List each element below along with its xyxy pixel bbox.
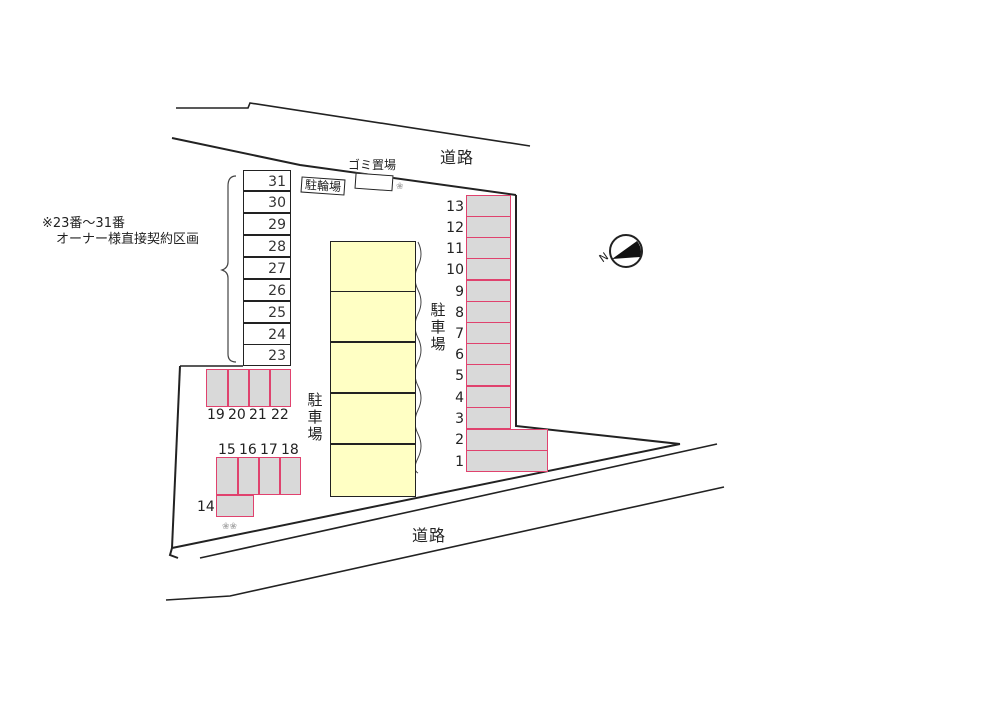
parking-slot-30[interactable]: 30: [243, 191, 291, 213]
bicycle-parking: 駐輪場: [300, 176, 346, 196]
parking-slot-14[interactable]: [216, 495, 254, 517]
building-row-2: [330, 291, 416, 342]
parking-slot-1[interactable]: [466, 450, 548, 472]
parking-slot-31[interactable]: 31: [243, 170, 291, 192]
owner-contract-note: ※23番〜31番 オーナー様直接契約区画: [42, 216, 199, 248]
slot-number-20: 20: [228, 407, 246, 423]
parking-slot-4[interactable]: [466, 386, 511, 408]
slot-number-14: 14: [197, 499, 215, 515]
slot-number-1: 1: [455, 454, 464, 470]
parking-slot-13[interactable]: [466, 195, 511, 217]
parking-slot-24[interactable]: 24: [243, 323, 291, 345]
parking-slot-16[interactable]: [238, 457, 259, 495]
slot-number-12: 12: [446, 220, 464, 236]
slot-number-9: 9: [455, 284, 464, 300]
garbage-area-label: ゴミ置場: [348, 158, 397, 172]
tree-icon: ❀: [396, 182, 404, 192]
parking-slot-2[interactable]: [466, 429, 548, 451]
slot-number-8: 8: [455, 305, 464, 321]
slot-number-15: 15: [218, 442, 236, 458]
parking-slot-23[interactable]: 23: [243, 344, 291, 366]
parking-slot-20[interactable]: [228, 369, 249, 407]
slot-number-11: 11: [446, 241, 464, 257]
parking-slot-8[interactable]: [466, 301, 511, 323]
parking-slot-5[interactable]: [466, 364, 511, 386]
slot-number: 29: [268, 217, 286, 233]
slot-number-18: 18: [281, 442, 299, 458]
parking-slot-17[interactable]: [259, 457, 280, 495]
slot-number-3: 3: [455, 411, 464, 427]
building-row-1: [330, 241, 416, 292]
parking-slot-11[interactable]: [466, 237, 511, 259]
parking-slot-25[interactable]: 25: [243, 301, 291, 323]
slot-number: 28: [268, 239, 286, 255]
slot-number-6: 6: [455, 347, 464, 363]
slot-number: 26: [268, 283, 286, 299]
slot-number-17: 17: [260, 442, 278, 458]
parking-slot-12[interactable]: [466, 216, 511, 238]
slot-number-10: 10: [446, 262, 464, 278]
building-row-5: [330, 444, 416, 497]
tree-icon: ❀❀: [222, 522, 238, 532]
slot-number-2: 2: [455, 432, 464, 448]
parking-slot-28[interactable]: 28: [243, 235, 291, 257]
parking-slot-19[interactable]: [206, 369, 228, 407]
parking-slot-7[interactable]: [466, 322, 511, 344]
slot-number: 23: [268, 348, 286, 364]
building-row-4: [330, 393, 416, 444]
slot-number-4: 4: [455, 390, 464, 406]
parking-slot-15[interactable]: [216, 457, 238, 495]
slot-number: 25: [268, 305, 286, 321]
note-line-2: オーナー様直接契約区画: [56, 232, 200, 247]
parking-slot-18[interactable]: [280, 457, 301, 495]
parking-slot-29[interactable]: 29: [243, 213, 291, 235]
slot-number-13: 13: [446, 199, 464, 215]
slot-number: 30: [268, 195, 286, 211]
road-label-south: 道路: [412, 526, 447, 545]
parking-slot-21[interactable]: [249, 369, 270, 407]
parking-slot-3[interactable]: [466, 407, 511, 429]
slot-number: 31: [268, 174, 286, 190]
slot-number-21: 21: [249, 407, 267, 423]
slot-number-22: 22: [271, 407, 289, 423]
parking-slot-9[interactable]: [466, 280, 511, 302]
slot-number-7: 7: [455, 326, 464, 342]
slot-number: 24: [268, 327, 286, 343]
parking-slot-26[interactable]: 26: [243, 279, 291, 301]
building-row-3: [330, 342, 416, 393]
parking-slot-6[interactable]: [466, 343, 511, 365]
north-arrow-icon: N: [597, 231, 648, 271]
parking-slot-22[interactable]: [270, 369, 291, 407]
parking-label-center: 駐車場: [307, 391, 323, 443]
road-label-north: 道路: [440, 148, 475, 167]
slot-number-16: 16: [239, 442, 257, 458]
parking-slot-27[interactable]: 27: [243, 257, 291, 279]
slot-number-19: 19: [207, 407, 225, 423]
compass-label: N: [598, 250, 611, 265]
garbage-area: [354, 172, 394, 192]
note-line-1: ※23番〜31番: [42, 216, 125, 231]
parking-label-right: 駐車場: [430, 301, 446, 353]
slot-number: 27: [268, 261, 286, 277]
parking-slot-10[interactable]: [466, 258, 511, 280]
slot-number-5: 5: [455, 368, 464, 384]
